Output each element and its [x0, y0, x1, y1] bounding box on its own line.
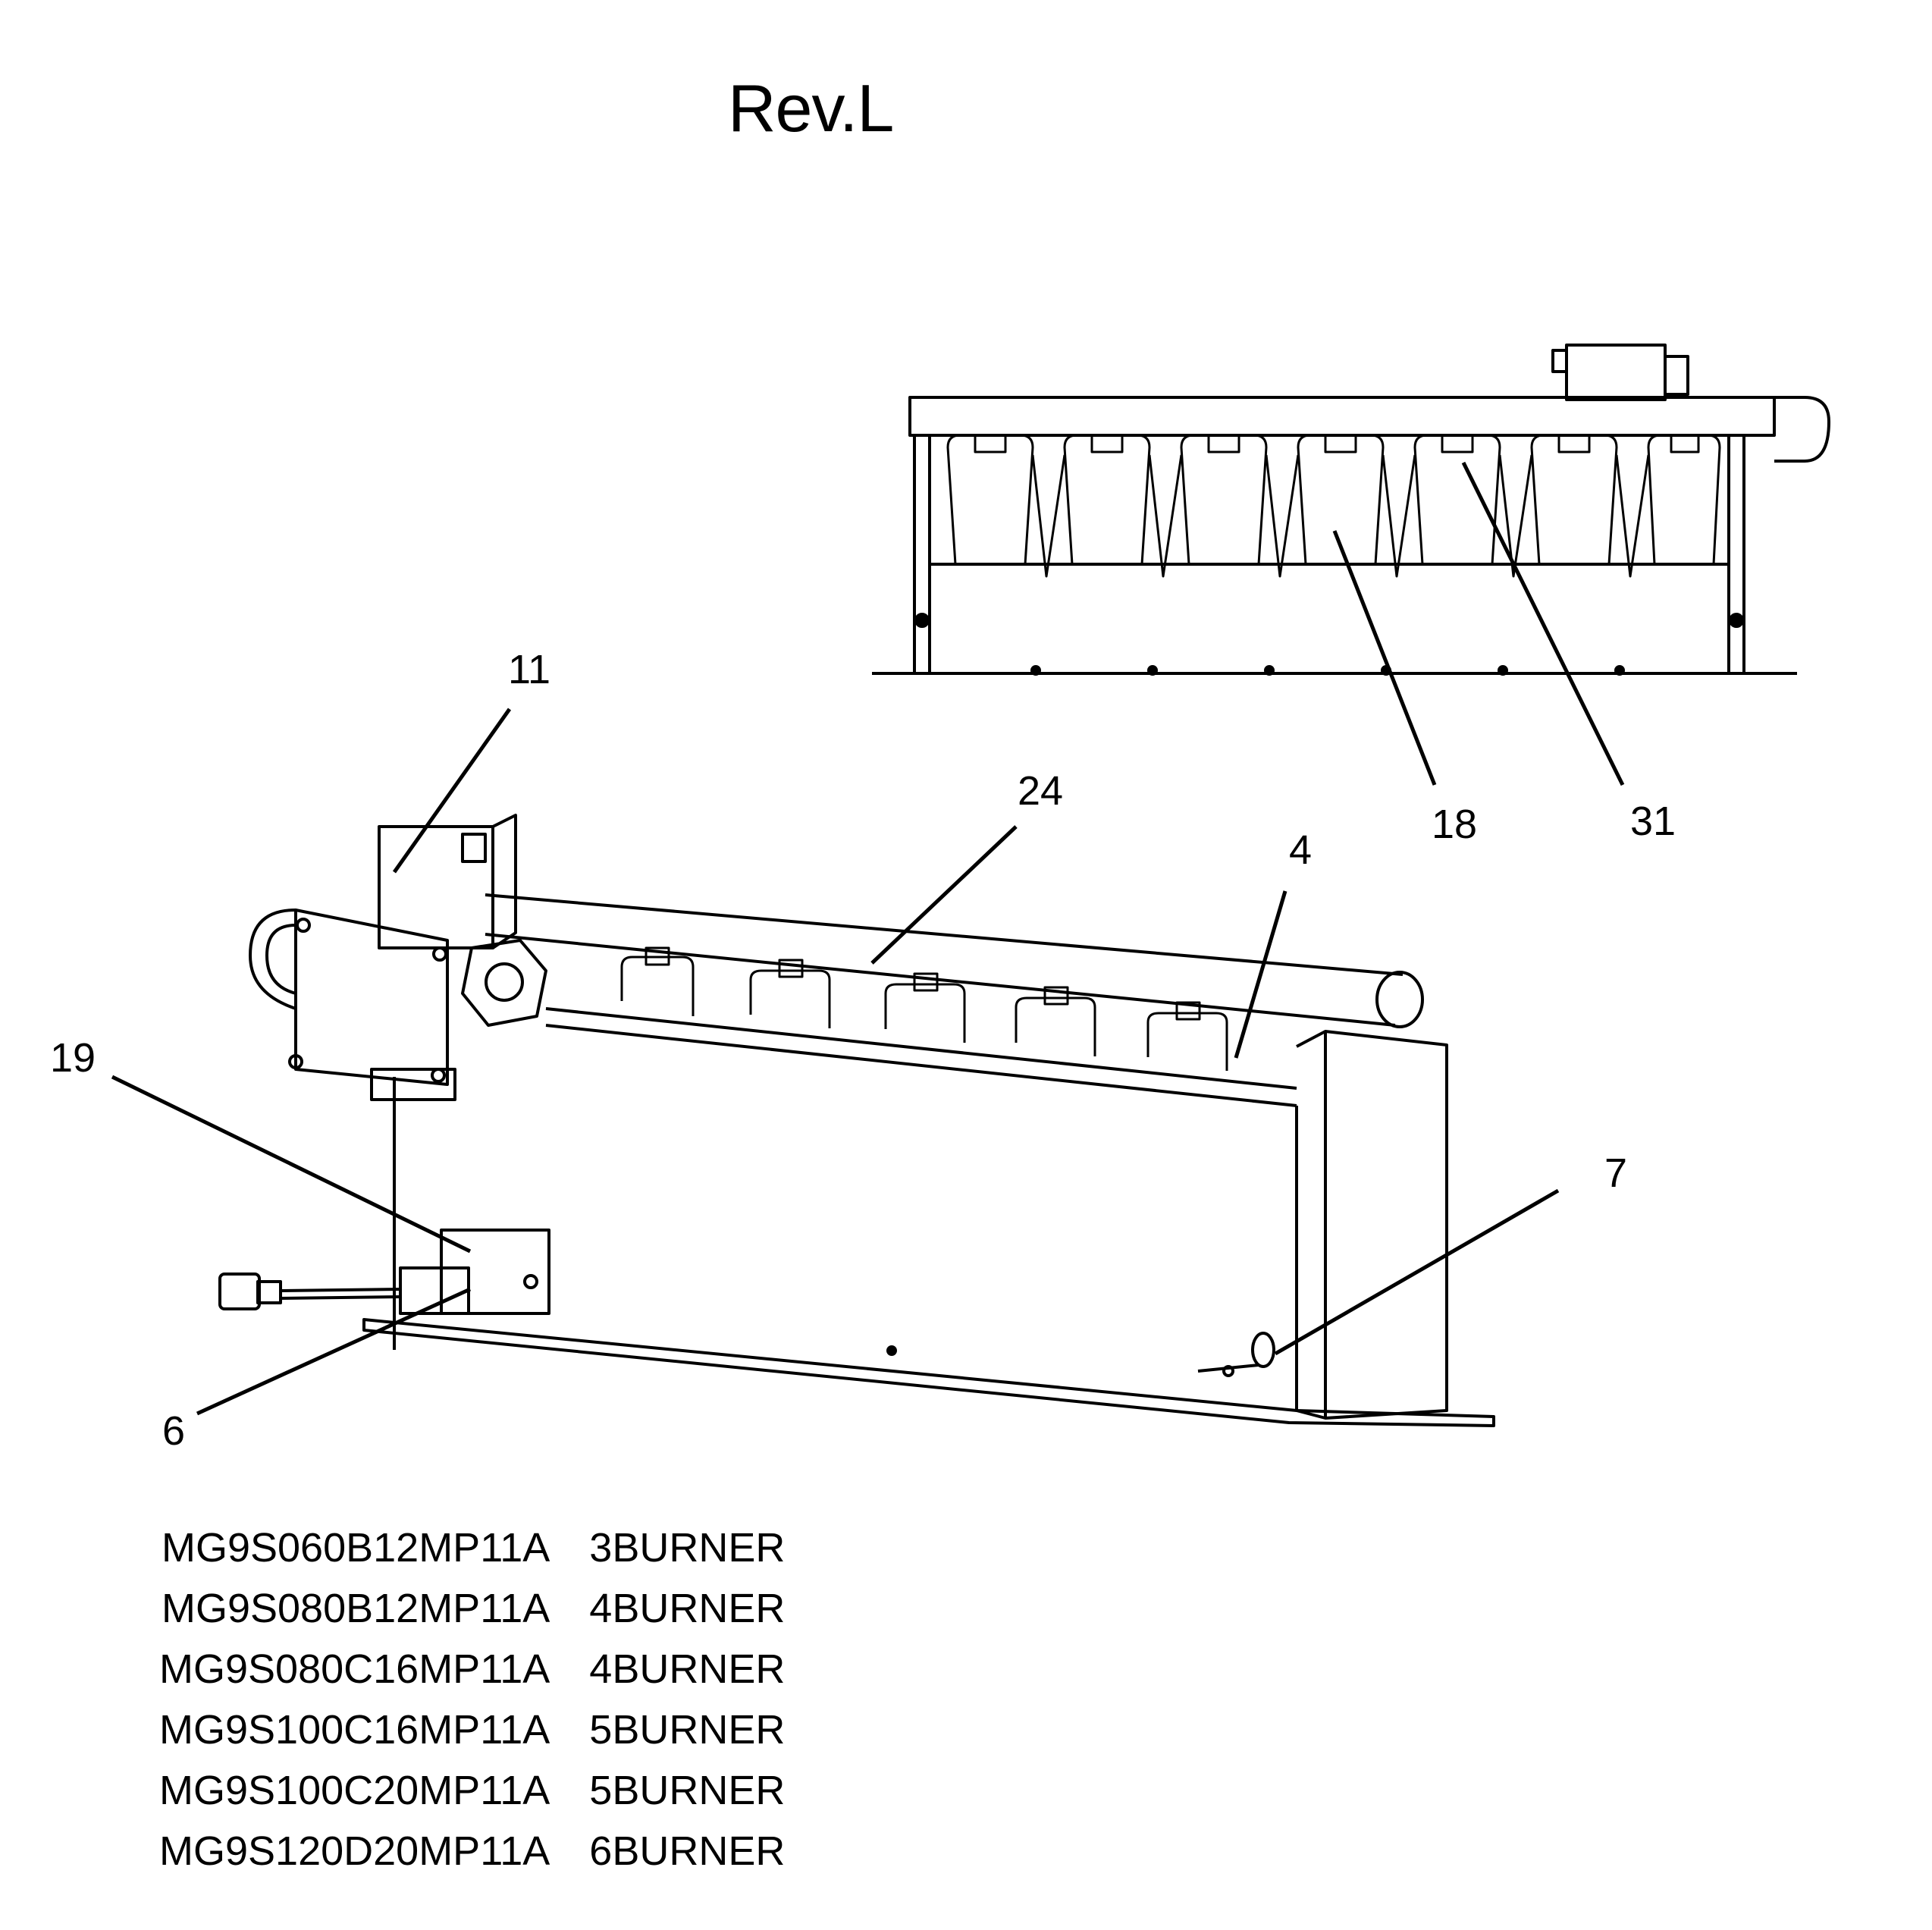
callout-19: 19 [50, 1035, 96, 1081]
callout-18: 18 [1432, 802, 1478, 847]
leader-4 [1234, 890, 1287, 1059]
model-number: MG9S100C20MP11A [159, 1768, 550, 1813]
model-number: MG9S080C16MP11A [159, 1646, 550, 1692]
burner-assembly-main-view [218, 814, 1495, 1427]
leader-31 [1461, 461, 1625, 786]
burner-count: 5BURNER [589, 1768, 786, 1813]
table-row: MG9S080B12MP11A 4BURNER [159, 1585, 785, 1646]
leader-19 [111, 1075, 472, 1254]
model-burner-table: MG9S060B12MP11A 3BURNER MG9S080B12MP11A … [159, 1524, 785, 1888]
leader-6 [196, 1287, 472, 1416]
leader-24 [870, 825, 1018, 965]
burner-rack-detail-view [872, 344, 1830, 676]
burner-count: 3BURNER [589, 1525, 786, 1571]
table-row: MG9S080C16MP11A 4BURNER [159, 1646, 785, 1706]
leader-lines [111, 461, 1625, 1416]
leader-18 [1332, 530, 1437, 786]
revision-label: Rev.L [728, 71, 894, 146]
burner-count: 4BURNER [589, 1646, 786, 1692]
callout-6: 6 [162, 1408, 186, 1454]
model-number: MG9S120D20MP11A [159, 1828, 550, 1874]
callout-7: 7 [1604, 1150, 1628, 1196]
burner-count: 5BURNER [589, 1707, 786, 1753]
callout-4: 4 [1289, 827, 1313, 873]
burner-count: 4BURNER [589, 1586, 786, 1631]
table-row: MG9S060B12MP11A 3BURNER [159, 1524, 785, 1585]
callout-24: 24 [1018, 768, 1064, 814]
table-row: MG9S100C20MP11A 5BURNER [159, 1767, 785, 1828]
burner-count: 6BURNER [589, 1828, 786, 1874]
table-row: MG9S120D20MP11A 6BURNER [159, 1828, 785, 1888]
model-number: MG9S060B12MP11A [161, 1525, 550, 1571]
table-row: MG9S100C16MP11A 5BURNER [159, 1706, 785, 1767]
model-number: MG9S080B12MP11A [161, 1586, 550, 1631]
callout-11: 11 [508, 647, 551, 692]
callout-31: 31 [1630, 799, 1676, 844]
leader-11 [392, 708, 512, 874]
leader-7 [1274, 1188, 1560, 1356]
model-number: MG9S100C16MP11A [159, 1707, 550, 1753]
